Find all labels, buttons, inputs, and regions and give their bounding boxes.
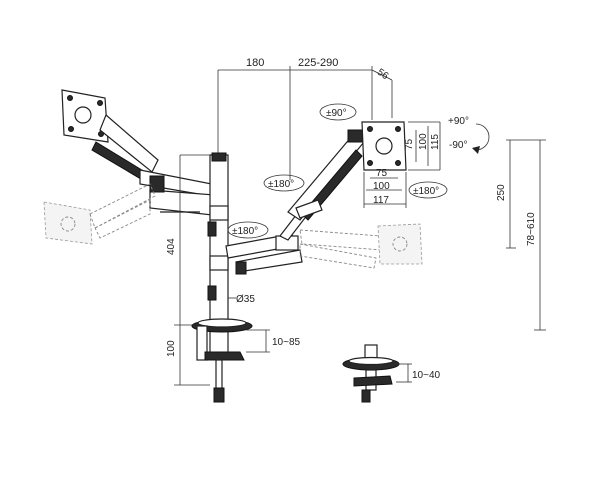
rotation-tilt-minus: -90° (449, 140, 467, 151)
rotation-tilt-90: ±90° (326, 108, 347, 119)
right-height-dimensions (506, 139, 546, 331)
left-upper-arm (91, 113, 223, 216)
vesa-dimension-lines (363, 121, 441, 208)
dim-pole-diameter: Ø35 (236, 294, 255, 305)
dim-height-250: 250 (496, 184, 507, 201)
left-ghost-position (43, 183, 156, 245)
tilt-arrow-icon (472, 123, 490, 154)
dim-total-height: 78~610 (526, 212, 537, 246)
dim-pole-404: 404 (166, 238, 177, 255)
grommet-range-dimension (396, 363, 412, 383)
dim-clamp-range: 10~85 (272, 337, 301, 348)
rotation-arm-top: ±180° (268, 179, 294, 190)
dim-vesa-h117: 117 (373, 195, 389, 206)
desk-clamp (191, 318, 253, 403)
clamp-range-dimension (246, 329, 270, 353)
left-vesa-plate (61, 89, 109, 143)
rotation-arm-mid: ±180° (232, 226, 258, 237)
dim-vesa-75: 75 (404, 138, 415, 150)
right-vesa-plate (361, 121, 407, 171)
right-lower-arm (225, 209, 309, 275)
dim-vesa-h75: 75 (376, 168, 388, 179)
rotation-monitor: ±180° (413, 186, 439, 197)
grommet-mount (342, 344, 400, 403)
right-upper-arm (287, 129, 365, 221)
dim-vesa-100: 100 (418, 133, 429, 150)
rotation-tilt-plus: +90° (448, 116, 469, 127)
dim-clamp-100: 100 (166, 340, 177, 357)
dim-vesa-115: 115 (430, 134, 441, 150)
dim-tilt-depth: 56 (375, 67, 391, 83)
right-ghost-position (299, 223, 423, 269)
dim-grommet-range: 10~40 (412, 370, 441, 381)
rotation-arc-icon (227, 103, 448, 239)
dim-vesa-h100: 100 (373, 181, 390, 192)
dim-arm-reach: 180 (246, 57, 264, 69)
dim-arm-extension: 225-290 (298, 57, 338, 69)
top-dimension-lines (217, 66, 393, 180)
